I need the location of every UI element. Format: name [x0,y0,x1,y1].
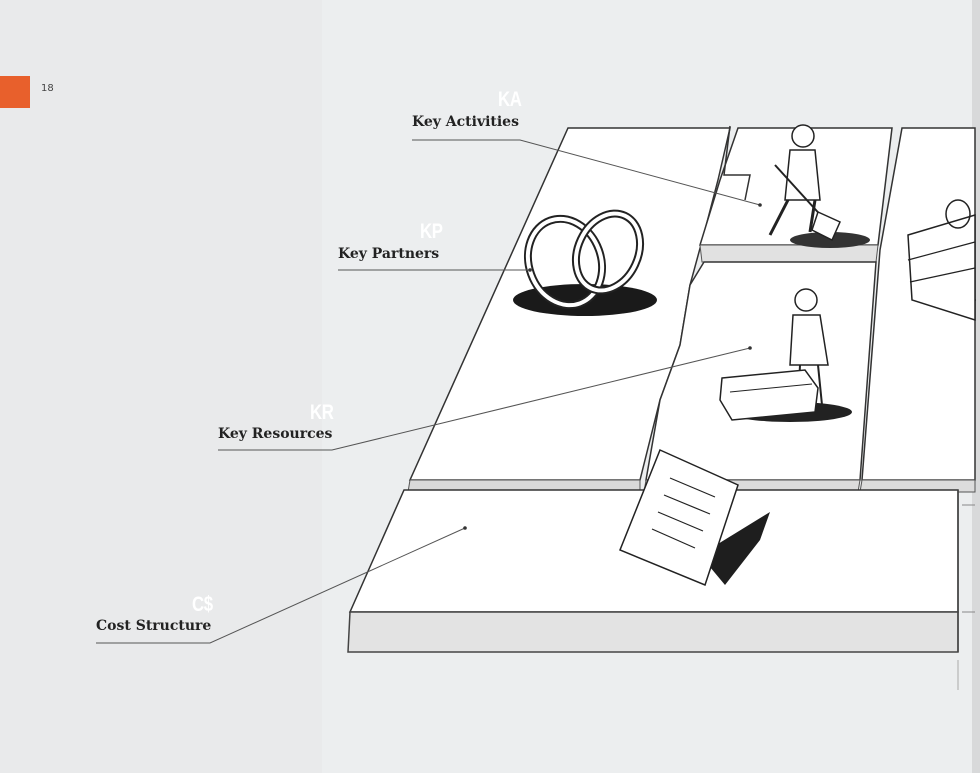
invoice-document-illustration [619,448,770,587]
key-activities-abbr: KA [498,88,522,111]
key-activities-label: Key Activities [412,114,519,130]
cost-structure-abbr: C$ [192,593,213,616]
cost-structure-label: Cost Structure [96,618,212,634]
key-partners-abbr: KP [420,220,443,243]
gift-boxes-illustration [907,199,976,322]
page-gutter [972,0,980,773]
chain-links-illustration [513,209,657,316]
key-resources-abbr: KR [310,401,334,424]
key-resources-label: Key Resources [218,426,333,442]
chapter-tab-marker [0,76,30,108]
person-digging-illustration [768,124,870,248]
key-partners-label: Key Partners [338,246,440,262]
callout-dots [463,203,762,530]
person-with-machine-illustration [719,288,852,422]
page-number: 18 [41,83,54,94]
callout-leader-lines [96,139,761,644]
